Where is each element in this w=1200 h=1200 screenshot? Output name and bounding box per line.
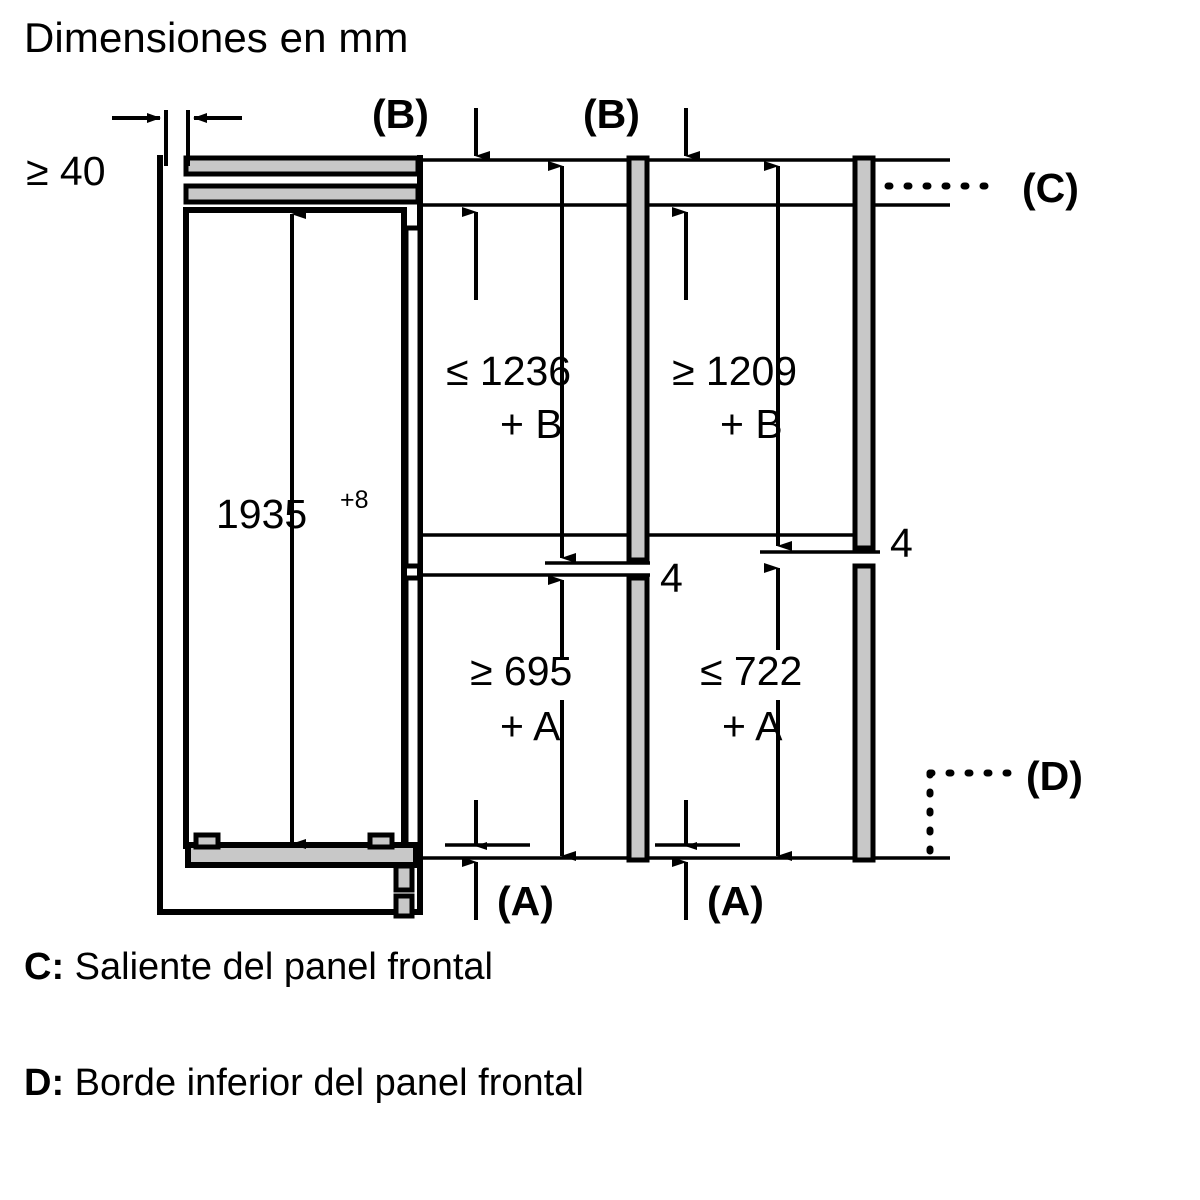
upper-left-dimension: ≤ 1236 + B [446,161,576,563]
cabinet-door-lower [403,575,423,859]
upper-right-dimension: ≥ 1209 + B [672,161,797,551]
legend-d-text: Borde inferior del panel frontal [74,1062,584,1104]
upper-left-value-label: ≤ 1236 [446,348,571,394]
legend-item-c: C: Saliente del panel frontal [24,946,493,989]
side-gap-label: ≥ 40 [26,148,106,194]
panel-bar-right-lower [852,563,876,863]
marker-b-group: (B) (B) [372,91,700,161]
panel-bar-right-upper [852,155,876,551]
cabinet-door-upper [403,225,423,569]
legend-item-d: D: Borde inferior del panel frontal [24,1062,584,1105]
lower-right-plus-label: + A [722,703,783,749]
appliance-height-tolerance-label: +8 [340,486,369,514]
lower-left-plus-label: + A [500,703,561,749]
marker-a-group: (A) (A) [462,800,764,924]
marker-b-right-label: (B) [583,91,640,137]
upper-right-value-label: ≥ 1209 [672,348,797,394]
appliance-height-label: 1935 [216,491,307,537]
page-title: Dimensiones en mm [24,14,409,61]
gap-labels: 4 4 [660,520,913,601]
cabinet-foot-right [367,832,395,850]
upper-right-plus-label: + B [720,401,783,447]
marker-d-label: (D) [1026,753,1083,799]
cabinet-post-lower [393,893,415,919]
marker-a-left-label: (A) [497,878,554,924]
gap-left-label: 4 [660,555,683,601]
cabinet-top-panel-1 [183,155,421,177]
panel-bar-left-upper [626,155,650,563]
legend-c-key: C: [24,946,65,988]
lower-left-value-label: ≥ 695 [470,648,572,694]
lower-right-value-label: ≤ 722 [700,648,802,694]
marker-b-left-label: (B) [372,91,429,137]
cabinet-foot-left [193,832,221,850]
marker-a-right-label: (A) [707,878,764,924]
cabinet-section: 1935 +8 [157,155,423,919]
cabinet-top-panel-2 [183,183,421,205]
legend-c-text: Saliente del panel frontal [74,946,493,988]
marker-d-group: (D) [926,753,1083,862]
front-panel-bars [626,155,876,863]
lower-left-dimension: ≥ 695 + A [470,575,576,861]
upper-left-plus-label: + B [500,401,563,447]
side-gap-dimension: ≥ 40 [26,110,242,194]
marker-c-group: (C) [884,165,1079,211]
lower-right-dimension: ≤ 722 + A [700,563,802,861]
gap-right-label: 4 [890,520,913,566]
cabinet-post-upper [393,863,415,893]
legend-d-key: D: [24,1062,65,1104]
panel-bar-left-lower [626,575,650,863]
marker-c-label: (C) [1022,165,1079,211]
